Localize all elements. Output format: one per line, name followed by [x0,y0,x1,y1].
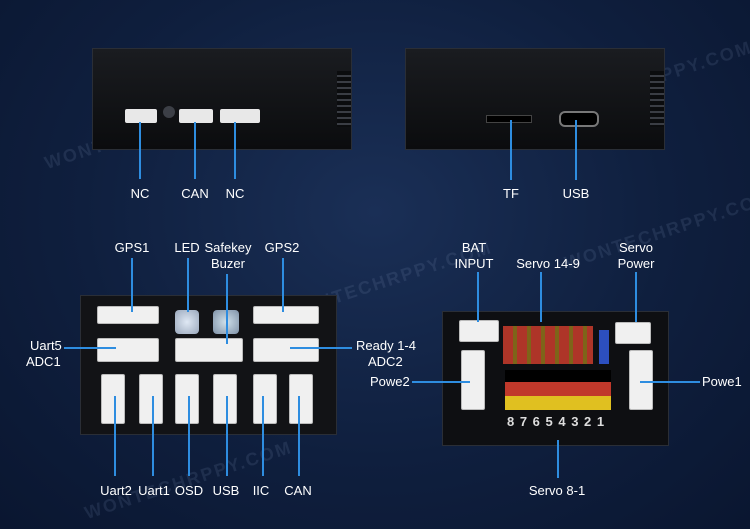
label-servo-power-1: Servo [619,240,653,255]
pointer-line [139,122,141,179]
usb-connector [213,374,237,424]
label-iic: IIC [252,483,270,498]
pointer-line [152,396,154,476]
screw-hole [163,106,175,118]
can-connector [289,374,313,424]
label-usb-bottom: USB [212,483,240,498]
servo-14-9-header [503,326,593,364]
powe2-connector [461,350,485,410]
label-uart1: Uart1 [138,483,170,498]
uart5-connector [97,338,159,362]
label-powe2: Powe2 [370,374,410,389]
label-bat-2: INPUT [454,256,494,271]
label-nc-1: NC [130,186,150,201]
label-safekey-1: Safekey [204,240,252,255]
heat-fins [337,71,351,127]
device-side-left [92,48,352,150]
label-servo-power-2: Power [617,256,655,271]
label-bat-1: BAT [461,240,487,255]
pointer-line [226,274,228,344]
gps2-connector [253,306,319,324]
gps1-connector [97,306,159,324]
can-port [179,109,213,123]
servo-jumper [599,330,609,364]
powe1-connector [629,350,653,410]
label-tf: TF [503,186,519,201]
label-ready-2: ADC2 [368,354,403,369]
device-side-right [405,48,665,150]
ready-connector [253,338,319,362]
tf-slot [486,115,532,123]
label-nc-2: NC [225,186,245,201]
uart2-connector [101,374,125,424]
servo-power-connector [615,322,651,344]
pointer-line [290,347,352,349]
pointer-line [557,440,559,478]
board-left [80,295,337,435]
label-can: CAN [181,186,209,201]
label-ready-1: Ready 1-4 [356,338,416,353]
label-gps2: GPS2 [264,240,300,255]
pointer-line [510,120,512,180]
nc-port-2 [220,109,260,123]
label-uart2: Uart2 [100,483,132,498]
pointer-line [114,396,116,476]
pointer-line [64,347,116,349]
osd-connector [175,374,199,424]
board-right: 8 7 6 5 4 3 2 1 [442,311,669,446]
label-powe1: Powe1 [702,374,742,389]
pointer-line [188,396,190,476]
bat-input-connector [459,320,499,342]
label-usb: USB [562,186,590,201]
servo-8-1-header [505,370,611,410]
pointer-line [234,122,236,179]
label-can-bottom: CAN [284,483,312,498]
label-led: LED [174,240,200,255]
pointer-line [298,396,300,476]
pointer-line [412,381,470,383]
label-servo-14-9: Servo 14-9 [516,256,580,271]
nc-port-1 [125,109,157,123]
label-osd: OSD [174,483,204,498]
pointer-line [131,258,133,312]
pointer-line [226,396,228,476]
label-gps1: GPS1 [114,240,150,255]
pointer-line [635,272,637,322]
iic-connector [253,374,277,424]
pointer-line [282,258,284,312]
label-servo-8-1: Servo 8-1 [528,483,586,498]
label-safekey-2: Buzer [211,256,245,271]
heat-fins [650,71,664,127]
pointer-line [640,381,700,383]
label-uart5-1: Uart5 [30,338,62,353]
pointer-line [540,272,542,322]
pointer-line [194,122,196,179]
safekey-connector [175,338,243,362]
servo-number-row: 8 7 6 5 4 3 2 1 [507,414,606,429]
uart1-connector [139,374,163,424]
pointer-line [477,272,479,322]
usb-port [559,111,599,127]
pointer-line [187,258,189,312]
pointer-line [575,120,577,180]
label-uart5-2: ADC1 [26,354,61,369]
led [175,310,199,334]
pointer-line [262,396,264,476]
